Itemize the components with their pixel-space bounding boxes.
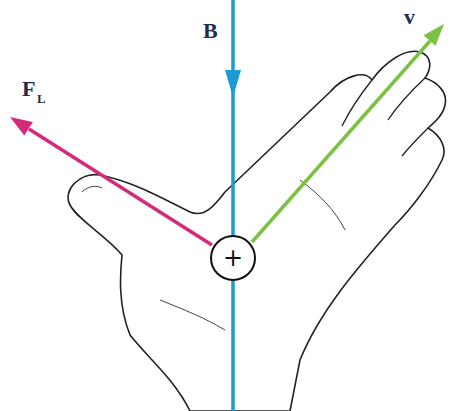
v-vector (252, 41, 430, 242)
v-arrowhead (424, 24, 445, 46)
velocity-label: v (404, 6, 415, 28)
f-vector (29, 129, 212, 245)
force-subscript: L (37, 92, 46, 105)
finger-line (342, 80, 372, 126)
hand-outline (68, 51, 445, 411)
b-arrowhead (225, 70, 241, 97)
thumb-nail (82, 186, 102, 192)
f-arrowhead (10, 117, 33, 136)
palm-crease (160, 300, 225, 330)
charge-circle: + (210, 235, 256, 281)
force-label: F (22, 78, 35, 100)
finger-line (402, 128, 428, 156)
b-vector (231, 0, 235, 411)
field-label: B (203, 20, 218, 42)
palm-crease (300, 180, 345, 230)
charge-sign: + (223, 246, 243, 270)
